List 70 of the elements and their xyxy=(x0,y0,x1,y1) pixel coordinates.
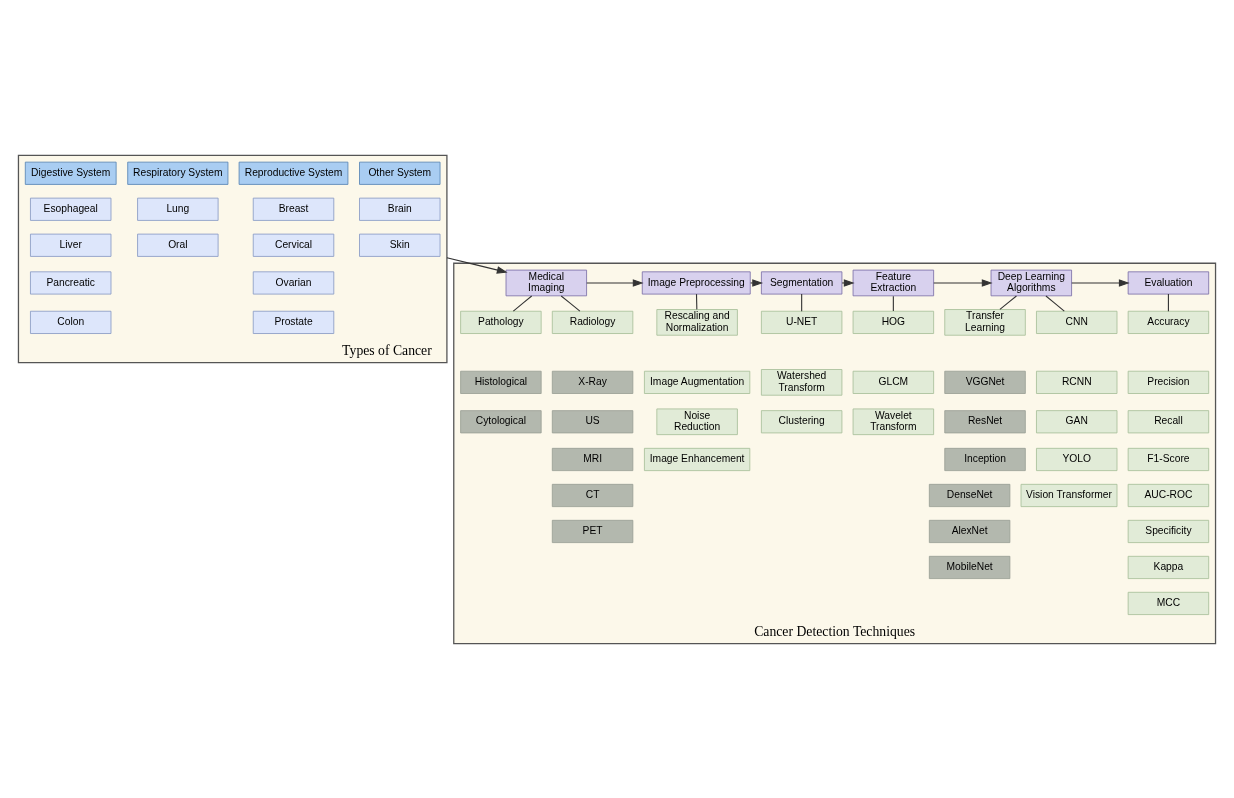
node-box: AUC-ROC xyxy=(1127,483,1210,507)
node-box: Liver xyxy=(30,233,112,257)
node-box: US xyxy=(551,409,634,433)
connector xyxy=(512,294,533,312)
node-box: Accuracy xyxy=(1127,310,1210,334)
node-box: Reproductive System xyxy=(238,161,349,185)
node-box: Wavelet Transform xyxy=(852,408,935,435)
arrow xyxy=(841,278,855,287)
node-box: DenseNet xyxy=(928,483,1011,507)
node-box: Respiratory System xyxy=(127,161,229,185)
arrow xyxy=(1071,278,1130,287)
node-box: Digestive System xyxy=(24,161,117,185)
node-box: VGGNet xyxy=(944,370,1026,394)
node-box: Esophageal xyxy=(30,197,112,221)
arrow xyxy=(750,278,764,287)
node-box: Ovarian xyxy=(252,270,335,295)
node-box: Kappa xyxy=(1127,555,1210,579)
node-box: Image Enhancement xyxy=(644,447,751,471)
node-box: Prostate xyxy=(252,310,335,334)
node-box: Cervical xyxy=(252,233,335,257)
node-box: Inception xyxy=(944,447,1026,471)
connector xyxy=(560,294,581,312)
node-box: Noise Reduction xyxy=(656,408,738,435)
node-box: Recall xyxy=(1127,409,1210,433)
node-box: Evaluation xyxy=(1127,270,1210,295)
node-box: F1-Score xyxy=(1127,447,1210,471)
node-box: Cytological xyxy=(460,409,542,433)
node-box: Vision Transformer xyxy=(1020,483,1118,507)
arrow xyxy=(933,278,993,287)
node-box: Image Augmentation xyxy=(644,370,751,394)
node-box: Other System xyxy=(359,161,441,185)
node-box: Feature Extraction xyxy=(852,269,935,296)
node-box: Medical Imaging xyxy=(505,269,587,296)
node-box: Breast xyxy=(252,197,335,221)
node-box: RCNN xyxy=(1036,370,1118,394)
node-box: GLCM xyxy=(852,370,935,394)
node-box: Radiology xyxy=(551,310,634,334)
arrow xyxy=(446,256,508,274)
connector xyxy=(999,294,1017,310)
node-box: AlexNet xyxy=(928,519,1011,543)
node-box: Watershed Transform xyxy=(760,368,843,396)
node-box: Precision xyxy=(1127,370,1210,394)
node-box: Specificity xyxy=(1127,519,1210,543)
arrow xyxy=(586,278,644,287)
node-box: YOLO xyxy=(1036,447,1118,471)
node-box: Image Preprocessing xyxy=(641,270,751,295)
node-box: Oral xyxy=(137,233,219,257)
node-box: Pathology xyxy=(460,310,542,334)
node-box: Lung xyxy=(137,197,219,221)
node-box: Clustering xyxy=(760,409,843,433)
node-box: MCC xyxy=(1127,591,1210,615)
node-box: ResNet xyxy=(944,409,1026,433)
node-box: MRI xyxy=(551,447,634,471)
node-box: U-NET xyxy=(760,310,843,334)
node-box: MobileNet xyxy=(928,555,1011,579)
node-box: Brain xyxy=(359,197,441,221)
node-box: CNN xyxy=(1036,310,1118,334)
node-box: Skin xyxy=(359,233,441,257)
node-box: Rescaling and Normalization xyxy=(656,308,738,336)
node-box: Histological xyxy=(460,370,542,394)
node-box: Transfer Learning xyxy=(944,308,1026,336)
node-box: HOG xyxy=(852,310,935,334)
node-box: PET xyxy=(551,519,634,543)
node-box: X-Ray xyxy=(551,370,634,394)
node-box: CT xyxy=(551,483,634,507)
node-box: Colon xyxy=(30,310,112,334)
node-box: GAN xyxy=(1036,409,1118,433)
node-box: Pancreatic xyxy=(30,270,112,295)
connector xyxy=(1045,294,1065,312)
node-box: Deep Learning Algorithms xyxy=(990,269,1072,296)
